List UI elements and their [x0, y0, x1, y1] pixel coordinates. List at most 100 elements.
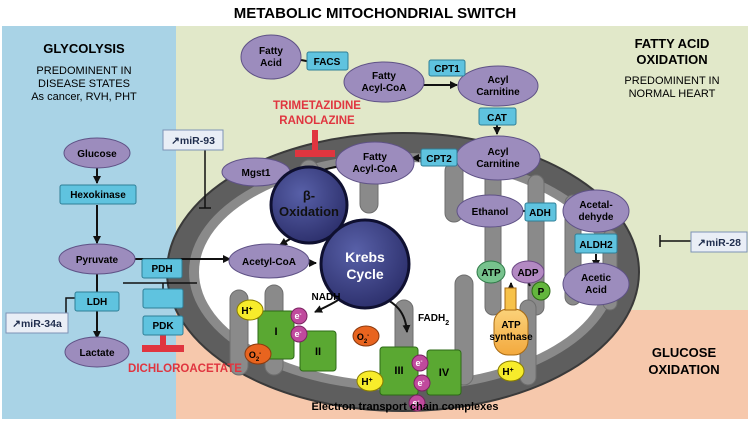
- h-plus-3-label: H+: [502, 367, 513, 379]
- fadh2-label-text: FADH: [418, 313, 445, 324]
- superoxide-1-label: O2-: [249, 350, 261, 363]
- h-plus-ions: [236, 299, 525, 392]
- glycolysis-desc-2: DISEASE STATES: [38, 78, 130, 90]
- phosphate-molecule: [531, 281, 551, 301]
- superoxide-2-text: O: [357, 332, 364, 342]
- enzyme-pdh: PDH: [151, 264, 172, 275]
- metabolite-fatty-acyl-coa-line1: Fatty: [372, 71, 396, 82]
- enzyme-cat: CAT: [487, 113, 507, 124]
- h-plus-1-label: H+: [241, 306, 252, 318]
- enzyme-cpt2: CPT2: [426, 154, 452, 165]
- electron-4-charge: -: [423, 379, 425, 385]
- electron-3-charge: -: [421, 359, 423, 365]
- h-plus-1-charge: +: [249, 306, 253, 313]
- enzyme-ldh: LDH: [87, 297, 108, 308]
- enzyme-boxes: [59, 51, 618, 336]
- page-title: METABOLIC MITOCHONDRIAL SWITCH: [234, 5, 516, 22]
- drug-trimetazidine: TRIMETAZIDINE: [273, 100, 361, 112]
- enzyme-facs: FACS: [314, 57, 341, 68]
- h-plus-1-text: H: [241, 306, 248, 317]
- superoxide-2-subscript: 2: [364, 339, 368, 345]
- superoxide-2-charge: -: [367, 333, 369, 339]
- complex-iv: [426, 349, 462, 396]
- beta-oxidation-cycle: [269, 165, 349, 245]
- metabolite-acetic-acid-line1: Acetic: [581, 273, 611, 284]
- h-plus-2-label: H+: [361, 377, 372, 389]
- complex-iii-label: III: [394, 365, 403, 377]
- fadh2-subscript: 2: [445, 320, 449, 327]
- atp-label: ATP: [481, 268, 501, 279]
- metabolite-acyl-carnitine-line1: Acyl: [487, 75, 508, 86]
- metabolite-fatty-acyl-coa-line2: Acyl-CoA: [361, 83, 406, 94]
- fatty-acid-desc-2: NORMAL HEART: [629, 88, 716, 100]
- electron-4-label: e-: [417, 378, 424, 388]
- electron-5-text: e: [412, 398, 417, 408]
- krebs-cycle-label-2: Cycle: [346, 266, 384, 282]
- electron-5-label: e-: [412, 398, 419, 408]
- phosphate-label: P: [538, 287, 545, 298]
- complex-iv-label: IV: [439, 367, 450, 379]
- metabolite-acetaldehyde-line1: Acetal-: [579, 200, 612, 211]
- electron-5-charge: -: [418, 399, 420, 405]
- metabolite-lactate: Lactate: [79, 348, 114, 359]
- fatty-acid-title-2: OXIDATION: [636, 52, 707, 67]
- glycolysis-title: GLYCOLYSIS: [43, 41, 125, 56]
- nadh-label: NADH: [312, 292, 341, 303]
- enzyme-cpt1: CPT1: [434, 64, 460, 75]
- enzyme-hexokinase: Hexokinase: [70, 190, 126, 201]
- complex-i-label: I: [274, 326, 277, 338]
- electron-2-text: e: [294, 329, 299, 339]
- dichloroacetate-inhibitor-bar: [142, 345, 184, 352]
- electron-1-charge: -: [300, 312, 302, 318]
- atp-molecule: [476, 260, 506, 284]
- metabolite-pyruvate: Pyruvate: [76, 255, 119, 266]
- fadh2-label: FADH2: [418, 313, 449, 327]
- metabolite-ovals: [58, 34, 630, 368]
- trimetazidine-inhibitor-bar: [295, 150, 335, 157]
- metabolite-ethanol: Ethanol: [472, 207, 509, 218]
- h-plus-3-charge: +: [510, 367, 514, 374]
- beta-oxidation-label-1: β-: [303, 188, 315, 203]
- glucose-oxidation-title-1: GLUCOSE: [652, 345, 717, 360]
- enzyme-pdk: PDK: [152, 321, 174, 332]
- metabolite-glucose: Glucose: [77, 149, 117, 160]
- mirna-mir-34a: ↗miR-34a: [12, 318, 62, 330]
- trimetazidine-inhibitor-stem: [312, 130, 318, 152]
- glucose-oxidation-title-2: OXIDATION: [648, 362, 719, 377]
- metabolite-mgst1: Mgst1: [242, 168, 271, 179]
- adp-molecule: [511, 260, 545, 284]
- krebs-cycle-label-1: Krebs: [345, 249, 385, 265]
- h-plus-2: [356, 370, 384, 392]
- superoxide-2: [352, 325, 380, 347]
- metabolite-acetyl-coa: Acetyl-CoA: [242, 257, 296, 268]
- metabolite-acyl-carnitine-inner-line2: Carnitine: [476, 159, 520, 170]
- h-plus-3-text: H: [502, 367, 509, 378]
- electron-1-label: e-: [294, 311, 301, 321]
- superoxide-1-text: O: [249, 350, 256, 360]
- h-plus-1: [236, 299, 264, 321]
- fatty-acid-desc-1: PREDOMINENT IN: [624, 75, 719, 87]
- mirna-mir-28: ↗miR-28: [697, 237, 741, 249]
- metabolite-fatty-acid-line1: Fatty: [259, 46, 283, 57]
- electron-2-charge: -: [300, 330, 302, 336]
- metabolite-acyl-carnitine-inner-line1: Acyl: [487, 147, 508, 158]
- electrons: [290, 307, 431, 412]
- metabolite-fatty-acid-line2: Acid: [260, 58, 282, 69]
- beta-oxidation-label-2: Oxidation: [279, 204, 339, 219]
- metabolite-fatty-acyl-coa-inner-line2: Acyl-CoA: [352, 164, 397, 175]
- superoxide-2-label: O2-: [357, 332, 369, 345]
- fatty-acid-title-1: FATTY ACID: [635, 36, 710, 51]
- complex-ii: [299, 330, 337, 372]
- h-plus-2-text: H: [361, 377, 368, 388]
- metabolite-fatty-acyl-coa-inner-line1: Fatty: [363, 152, 387, 163]
- etc-caption: Electron transport chain complexes: [311, 401, 498, 413]
- h-plus-3: [497, 360, 525, 382]
- metabolite-acetaldehyde-line2: dehyde: [578, 212, 613, 223]
- glycolysis-desc-1: PREDOMINENT IN: [36, 65, 131, 77]
- electron-2-label: e-: [294, 329, 301, 339]
- dichloroacetate-inhibitor-stem: [160, 325, 166, 347]
- adp-label: ADP: [517, 268, 538, 279]
- electron-4-text: e: [417, 378, 422, 388]
- electron-1-text: e: [294, 311, 299, 321]
